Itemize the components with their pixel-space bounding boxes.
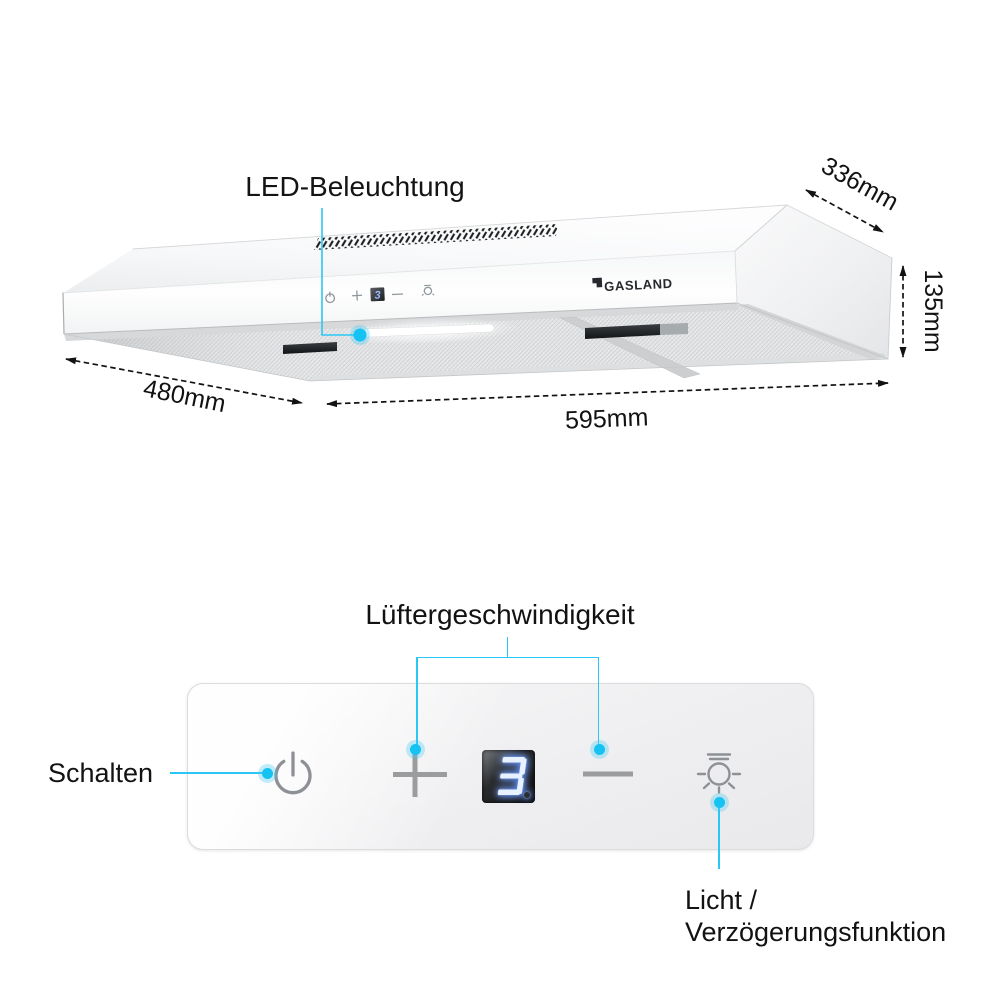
dimension-arrows <box>65 189 907 408</box>
fan-decrease-button <box>583 771 633 777</box>
bracket-left-drop <box>416 657 418 745</box>
led-light-strip <box>336 317 520 345</box>
light-icon <box>423 286 433 296</box>
dim-arrow-width <box>326 379 889 408</box>
minus-callout-dot <box>593 743 605 755</box>
led-callout-dot <box>353 328 367 342</box>
hood-top-canopy <box>63 205 787 293</box>
light-icon-rays <box>421 284 435 297</box>
fan-speed-title: Lüftergeschwindigkeit <box>365 599 635 630</box>
light-icon <box>696 753 742 794</box>
brand-logo-mark <box>592 277 603 288</box>
plus-callout-dot <box>409 743 421 755</box>
led-callout-label: LED-Beleuchtung <box>245 171 464 202</box>
vent-slots <box>314 224 558 250</box>
filter-edge-rail <box>737 304 886 360</box>
fan-speed-display <box>482 750 535 803</box>
bracket-horizontal <box>416 656 599 659</box>
seven-segment-digit <box>497 757 530 798</box>
fan-speed-mini-display <box>370 287 385 302</box>
dim-label-top-depth: 336mm <box>817 152 903 217</box>
hood-side-face <box>735 205 892 359</box>
power-callout-line <box>170 772 263 774</box>
light-label-line2: Verzögerungsfunktion <box>685 917 947 947</box>
fan-speed-mini-value: 3 <box>374 289 381 301</box>
power-callout-dot <box>261 767 273 779</box>
back-trim <box>310 353 888 381</box>
filter-handle-right <box>585 324 660 339</box>
dim-label-width: 595mm <box>564 403 648 434</box>
bracket-stub <box>506 637 509 657</box>
dim-arrow-depth <box>65 357 303 405</box>
power-button <box>274 751 312 795</box>
brand-logo-text: GASLAND <box>604 276 673 294</box>
hood-front-glass-panel <box>63 251 737 334</box>
range-hood-render: GASLAND 3 LED-Beleuchtung 336mm 135mm <box>62 152 947 435</box>
light-callout-dot <box>713 796 725 808</box>
light-label: Licht / Verzögerungsfunktion <box>685 884 946 948</box>
light-callout-line <box>718 806 720 869</box>
power-label: Schalten <box>48 758 154 788</box>
fan-increase-button <box>393 750 447 797</box>
led-callout-line <box>321 208 356 336</box>
plus-icon <box>352 290 363 301</box>
power-icon <box>274 759 312 795</box>
dim-arrow-top-depth <box>805 189 884 233</box>
hood-touch-controls <box>325 284 435 304</box>
dim-label-height: 135mm <box>919 269 947 352</box>
light-label-line1: Licht / <box>685 885 758 915</box>
brand-logo: GASLAND <box>592 276 673 294</box>
filter-handle-left <box>283 342 337 354</box>
filter-handle-right-cap <box>660 323 688 335</box>
plus-icon <box>393 750 447 797</box>
light-button <box>696 753 742 794</box>
bracket-right-drop <box>597 657 600 745</box>
